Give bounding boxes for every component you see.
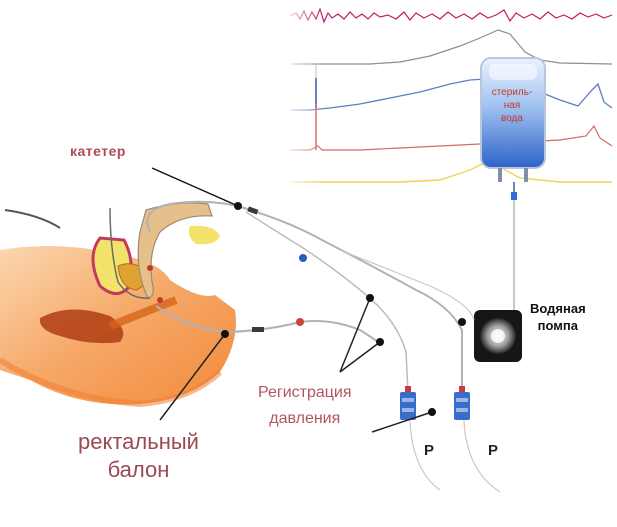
trace-gray bbox=[290, 29, 613, 65]
pressure-transducer-icon bbox=[400, 386, 416, 420]
rectum bbox=[137, 202, 213, 299]
secondary-tube bbox=[245, 211, 409, 393]
trace-blue bbox=[290, 77, 613, 111]
lower-line-1 bbox=[409, 419, 441, 491]
pressure-registration-line1: Регистрация bbox=[258, 384, 352, 401]
pump-connector-dot bbox=[458, 318, 466, 326]
pelvic-floor bbox=[39, 309, 124, 344]
water-pump-label-line2: помпа bbox=[537, 318, 578, 333]
pressure-pointer-1 bbox=[339, 297, 371, 373]
pressure-registration-label: Регистрация давления bbox=[258, 380, 352, 432]
label-pointers bbox=[151, 167, 466, 433]
water-bag-label: стериль- ная вода bbox=[478, 86, 546, 125]
trace-red bbox=[290, 124, 613, 151]
water-bag-label-line2: ная bbox=[503, 100, 521, 111]
catheter-label: катетер bbox=[70, 143, 126, 159]
transducer-pointer bbox=[371, 411, 433, 433]
trace-magenta bbox=[289, 7, 613, 24]
transducer-label-2: P bbox=[488, 442, 499, 459]
pubic-bone bbox=[188, 225, 220, 245]
manometry-traces bbox=[282, 0, 613, 200]
spine-outline bbox=[4, 209, 61, 229]
water-bag-label-line1: стериль- bbox=[491, 87, 533, 98]
lower-line-2 bbox=[463, 419, 501, 493]
trace-yellow bbox=[290, 159, 612, 183]
catheter-pointer bbox=[151, 167, 239, 207]
rectal-balloon-label-line1: ректальный bbox=[78, 429, 199, 454]
pelvic-anatomy bbox=[0, 202, 236, 408]
rectal-balloon-pointer bbox=[159, 333, 226, 421]
pressure-registration-line2: давления bbox=[269, 410, 341, 427]
catheter-tubes bbox=[146, 200, 501, 493]
urethral-catheter-tube bbox=[146, 200, 463, 392]
water-pump-icon bbox=[474, 310, 522, 362]
water-pump-label-line1: Водяная bbox=[530, 301, 586, 316]
transducer-label-1: P bbox=[424, 442, 435, 459]
pressure-pointer-2 bbox=[339, 341, 381, 373]
pump-line bbox=[339, 249, 475, 321]
pressure-transducer-icon bbox=[454, 386, 470, 420]
water-bag-icon bbox=[480, 57, 546, 200]
water-bag-label-line3: вода bbox=[501, 113, 523, 124]
inner-organ-line bbox=[109, 207, 151, 299]
rectal-balloon-label: ректальный балон bbox=[78, 428, 199, 484]
water-pump-label: Водяная помпа bbox=[530, 300, 586, 334]
traces-fade bbox=[282, 0, 322, 200]
rectal-balloon-label-line2: балон bbox=[107, 457, 170, 482]
